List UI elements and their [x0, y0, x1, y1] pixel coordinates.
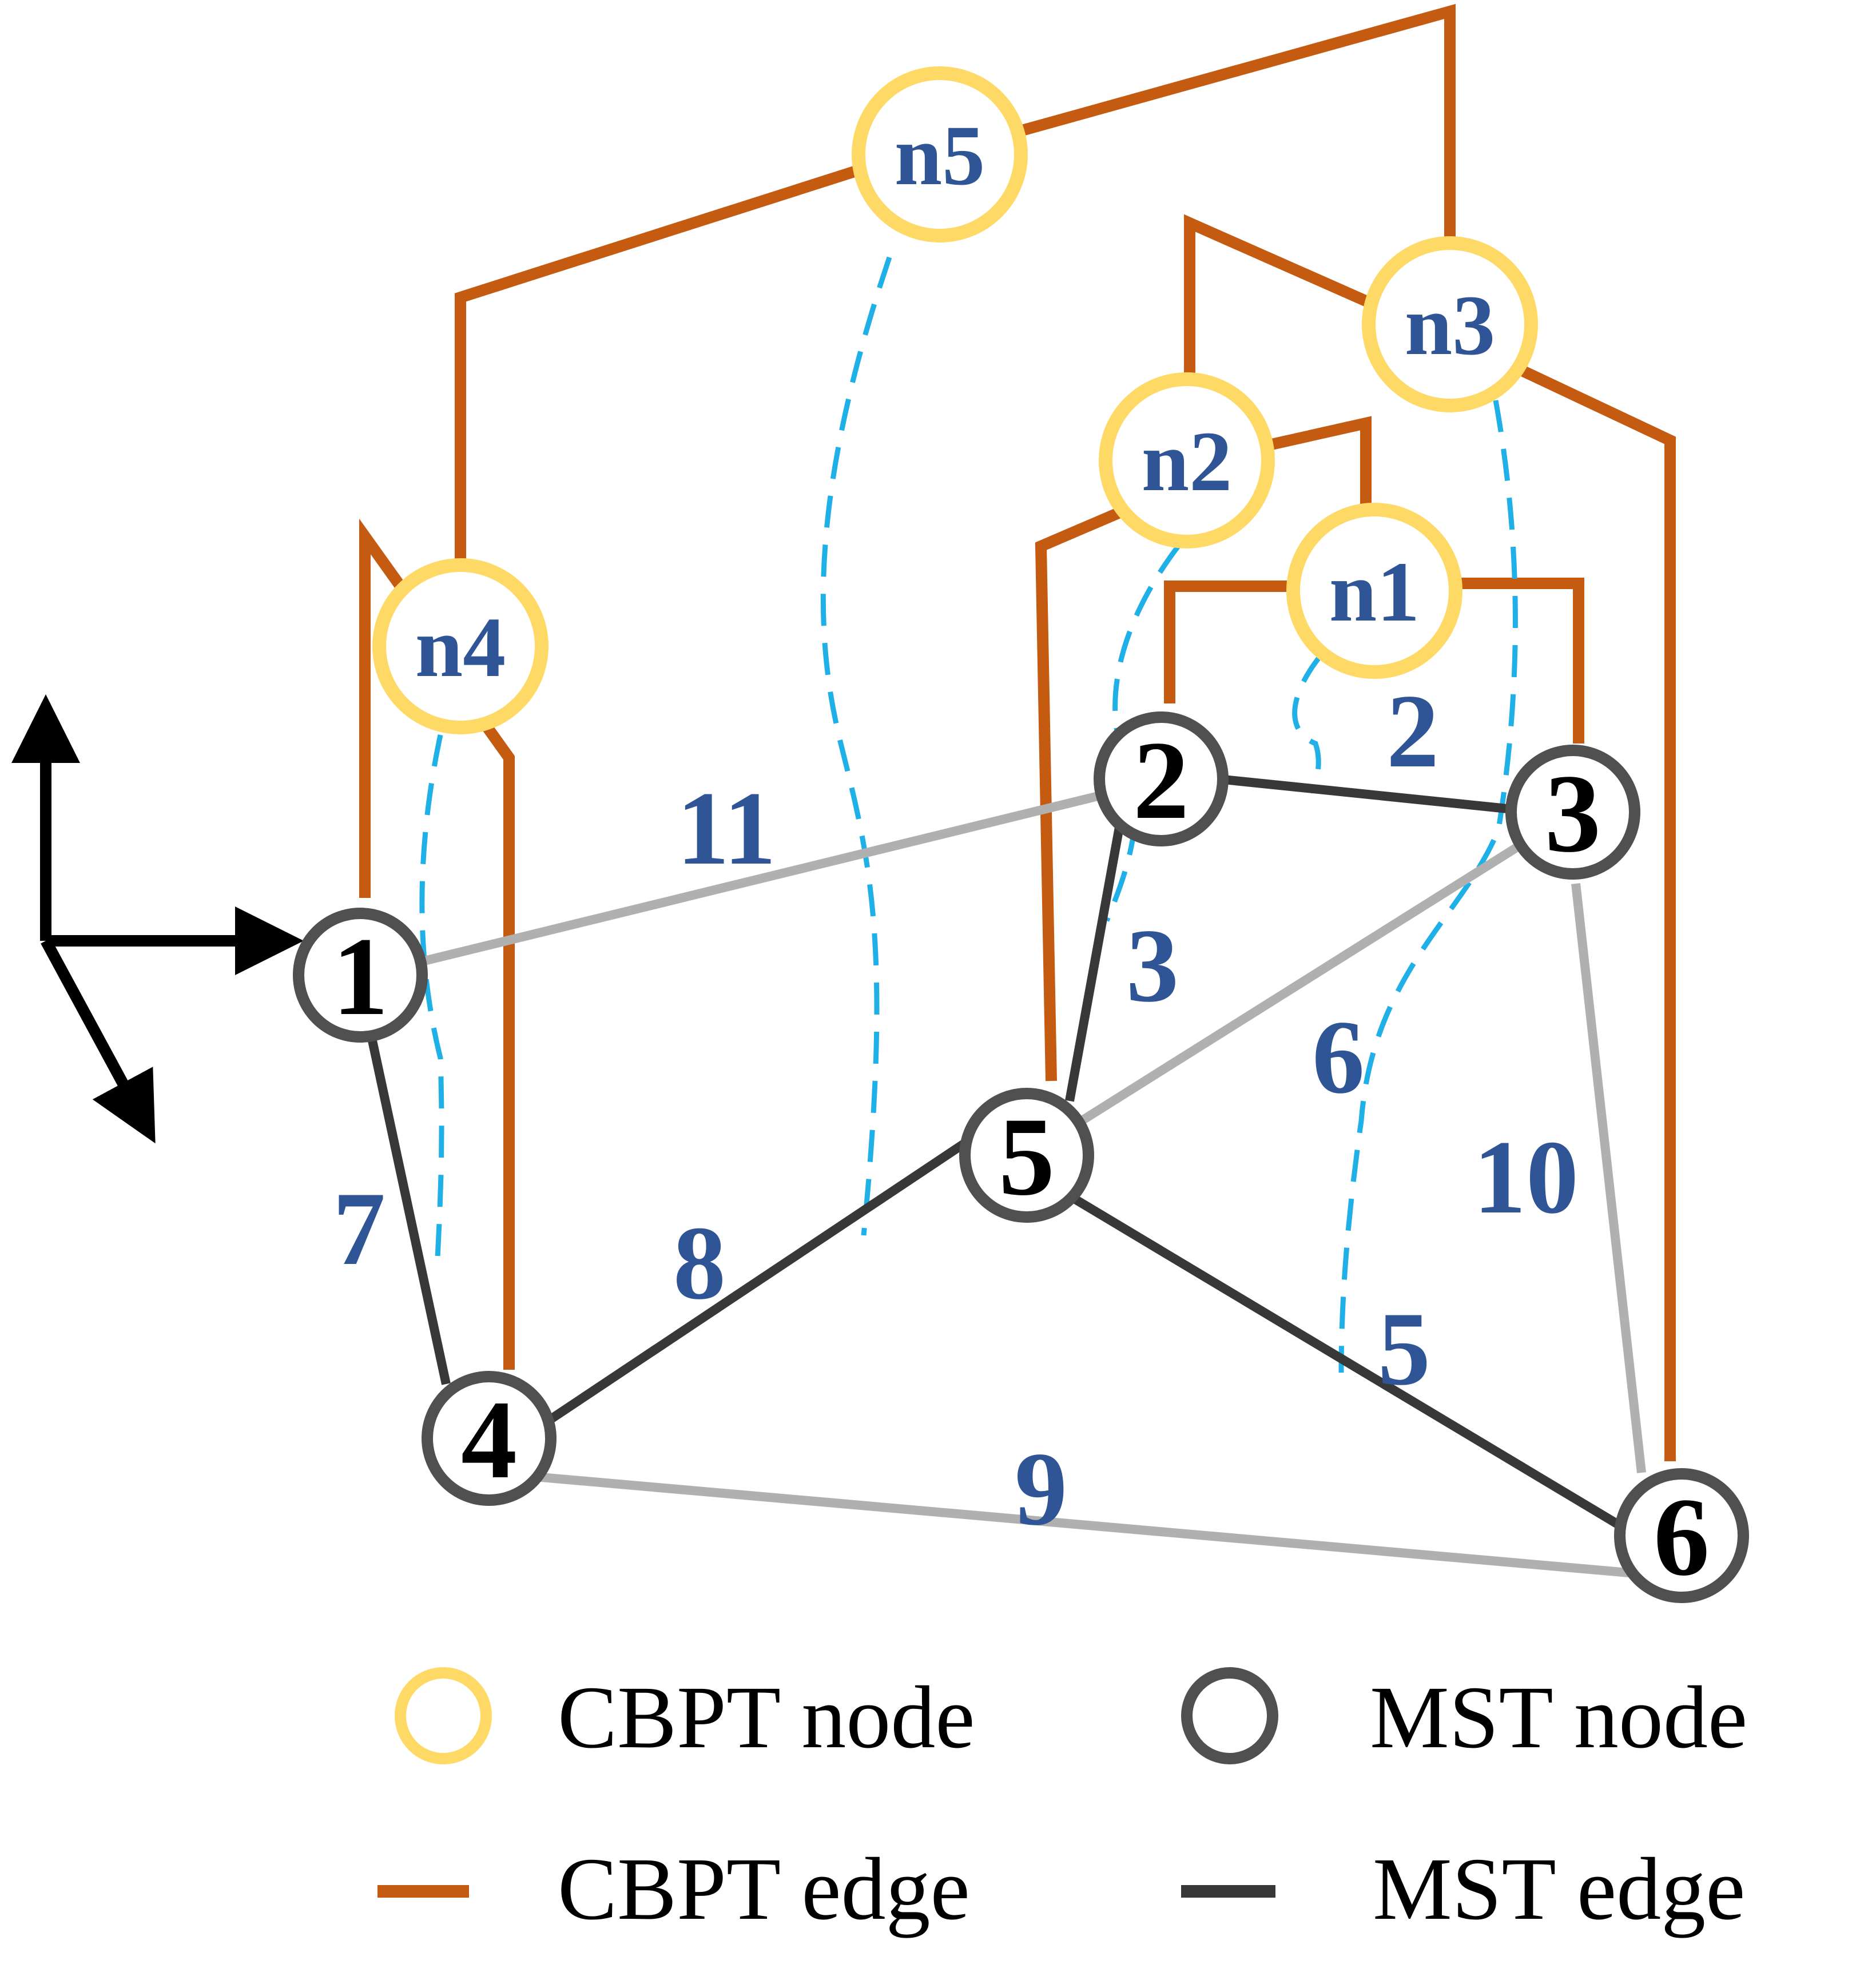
cbpt-edges: [359, 3, 1676, 1461]
cbpt-edge-n4-root: [455, 160, 875, 563]
mst-node-label: 1: [332, 915, 388, 1039]
cbpt-node-n5: n5: [852, 66, 1028, 242]
cbpt-node-label: n2: [1142, 414, 1232, 509]
edge-weight-3-5: 6: [1312, 999, 1365, 1115]
graph-edge-3-6: [1571, 883, 1646, 1473]
cbpt-edge-n1-node3: [1456, 578, 1584, 743]
mst-node-6: 6: [1614, 1468, 1749, 1603]
mst-edges: [367, 773, 1644, 1542]
cbpt-node-label: n3: [1405, 278, 1495, 373]
cbpt-node-label: n5: [895, 108, 985, 203]
axes-icon: [11, 694, 304, 1144]
graph-edge-3-5: [1024, 808, 1576, 1159]
edge-weight-5-6: 5: [1378, 1290, 1430, 1407]
mst-node-5: 5: [959, 1088, 1094, 1223]
dashed-link-n2: [1104, 544, 1181, 922]
mst-edge-4-5: [540, 1134, 975, 1428]
legend-label-mst-node: MST node: [1370, 1668, 1747, 1767]
mst-node-label: 5: [999, 1095, 1055, 1219]
mst-node-label: 4: [461, 1378, 517, 1502]
dashed-link-n5: [820, 256, 892, 1236]
mst-nodes: 1 2 3 4 5 6: [293, 711, 1749, 1603]
mst-edge-1-4: [367, 1037, 451, 1385]
mst-node-label: 2: [1133, 718, 1189, 842]
mst-edge-2-5: [1065, 817, 1126, 1102]
cbpt-edge-n2-node5: [1035, 506, 1123, 1082]
cbpt-edge-n4-node4: [475, 714, 515, 1370]
cbpt-node-label: n4: [415, 600, 506, 695]
legend-label-cbpt-edge: CBPT edge: [558, 1839, 970, 1938]
graph-edge-4-6: [488, 1468, 1662, 1580]
cbpt-node-n1: n1: [1286, 503, 1462, 679]
mst-node-2: 2: [1094, 711, 1229, 846]
legend-item-mst-edge: MST edge: [1181, 1839, 1745, 1938]
cbpt-edge-n4-node1: [359, 518, 410, 898]
legend-item-cbpt-node: CBPT node: [395, 1667, 975, 1767]
legend-label-mst-edge: MST edge: [1373, 1839, 1745, 1938]
cbpt-edge-n1-node2: [1164, 581, 1301, 703]
cbpt-edge-n5-n3: [1016, 3, 1456, 237]
cbpt-edge-n2-n1: [1262, 416, 1372, 506]
axis-diagonal-arrow: [41, 938, 156, 1144]
cbpt-node-n2: n2: [1099, 372, 1275, 548]
dashed-link-n3: [1338, 400, 1518, 1373]
legend-item-mst-node: MST node: [1181, 1667, 1747, 1767]
edge-weights: 2 3 5 6 7 8 9 10 11: [333, 673, 1579, 1547]
cbpt-node-n3: n3: [1362, 236, 1538, 412]
cbpt-mst-links: [419, 256, 1518, 1373]
cbpt-edge-n3-n2: [1184, 214, 1371, 375]
mst-node-swatch-icon: [1181, 1667, 1278, 1764]
mst-node-3: 3: [1505, 745, 1640, 880]
legend-item-cbpt-edge: CBPT edge: [377, 1839, 970, 1938]
mst-edge-5-6: [1061, 1188, 1644, 1542]
cbpt-edge-n3-node6: [1516, 363, 1676, 1461]
cbpt-nodes: n1 n2 n3 n4 n5: [372, 66, 1538, 734]
dashed-link-n4: [419, 734, 444, 1259]
legend: CBPT node MST node CBPT edge MST edge: [377, 1667, 1747, 1938]
mst-node-label: 6: [1654, 1475, 1710, 1599]
legend-label-cbpt-node: CBPT node: [558, 1668, 975, 1767]
dashed-link-n1: [1292, 653, 1324, 794]
cbpt-node-swatch-icon: [395, 1667, 492, 1764]
mst-node-4: 4: [422, 1371, 557, 1506]
edge-weight-3-6: 10: [1473, 1119, 1579, 1235]
mst-node-1: 1: [293, 908, 428, 1043]
cbpt-node-label: n1: [1329, 544, 1420, 639]
cbpt-node-n4: n4: [372, 558, 549, 734]
edge-weight-1-2: 11: [677, 770, 776, 886]
graph-edge-1-2: [365, 776, 1162, 980]
edge-weight-1-4: 7: [333, 1170, 385, 1287]
edge-weight-2-3: 2: [1386, 673, 1439, 789]
mst-edge-2-3: [1206, 773, 1513, 814]
edge-weight-4-6: 9: [1015, 1430, 1067, 1547]
edge-weight-2-5: 3: [1126, 907, 1179, 1024]
non-mst-edges: [365, 776, 1662, 1580]
mst-node-label: 3: [1545, 752, 1601, 876]
edge-weight-4-5: 8: [673, 1204, 726, 1321]
